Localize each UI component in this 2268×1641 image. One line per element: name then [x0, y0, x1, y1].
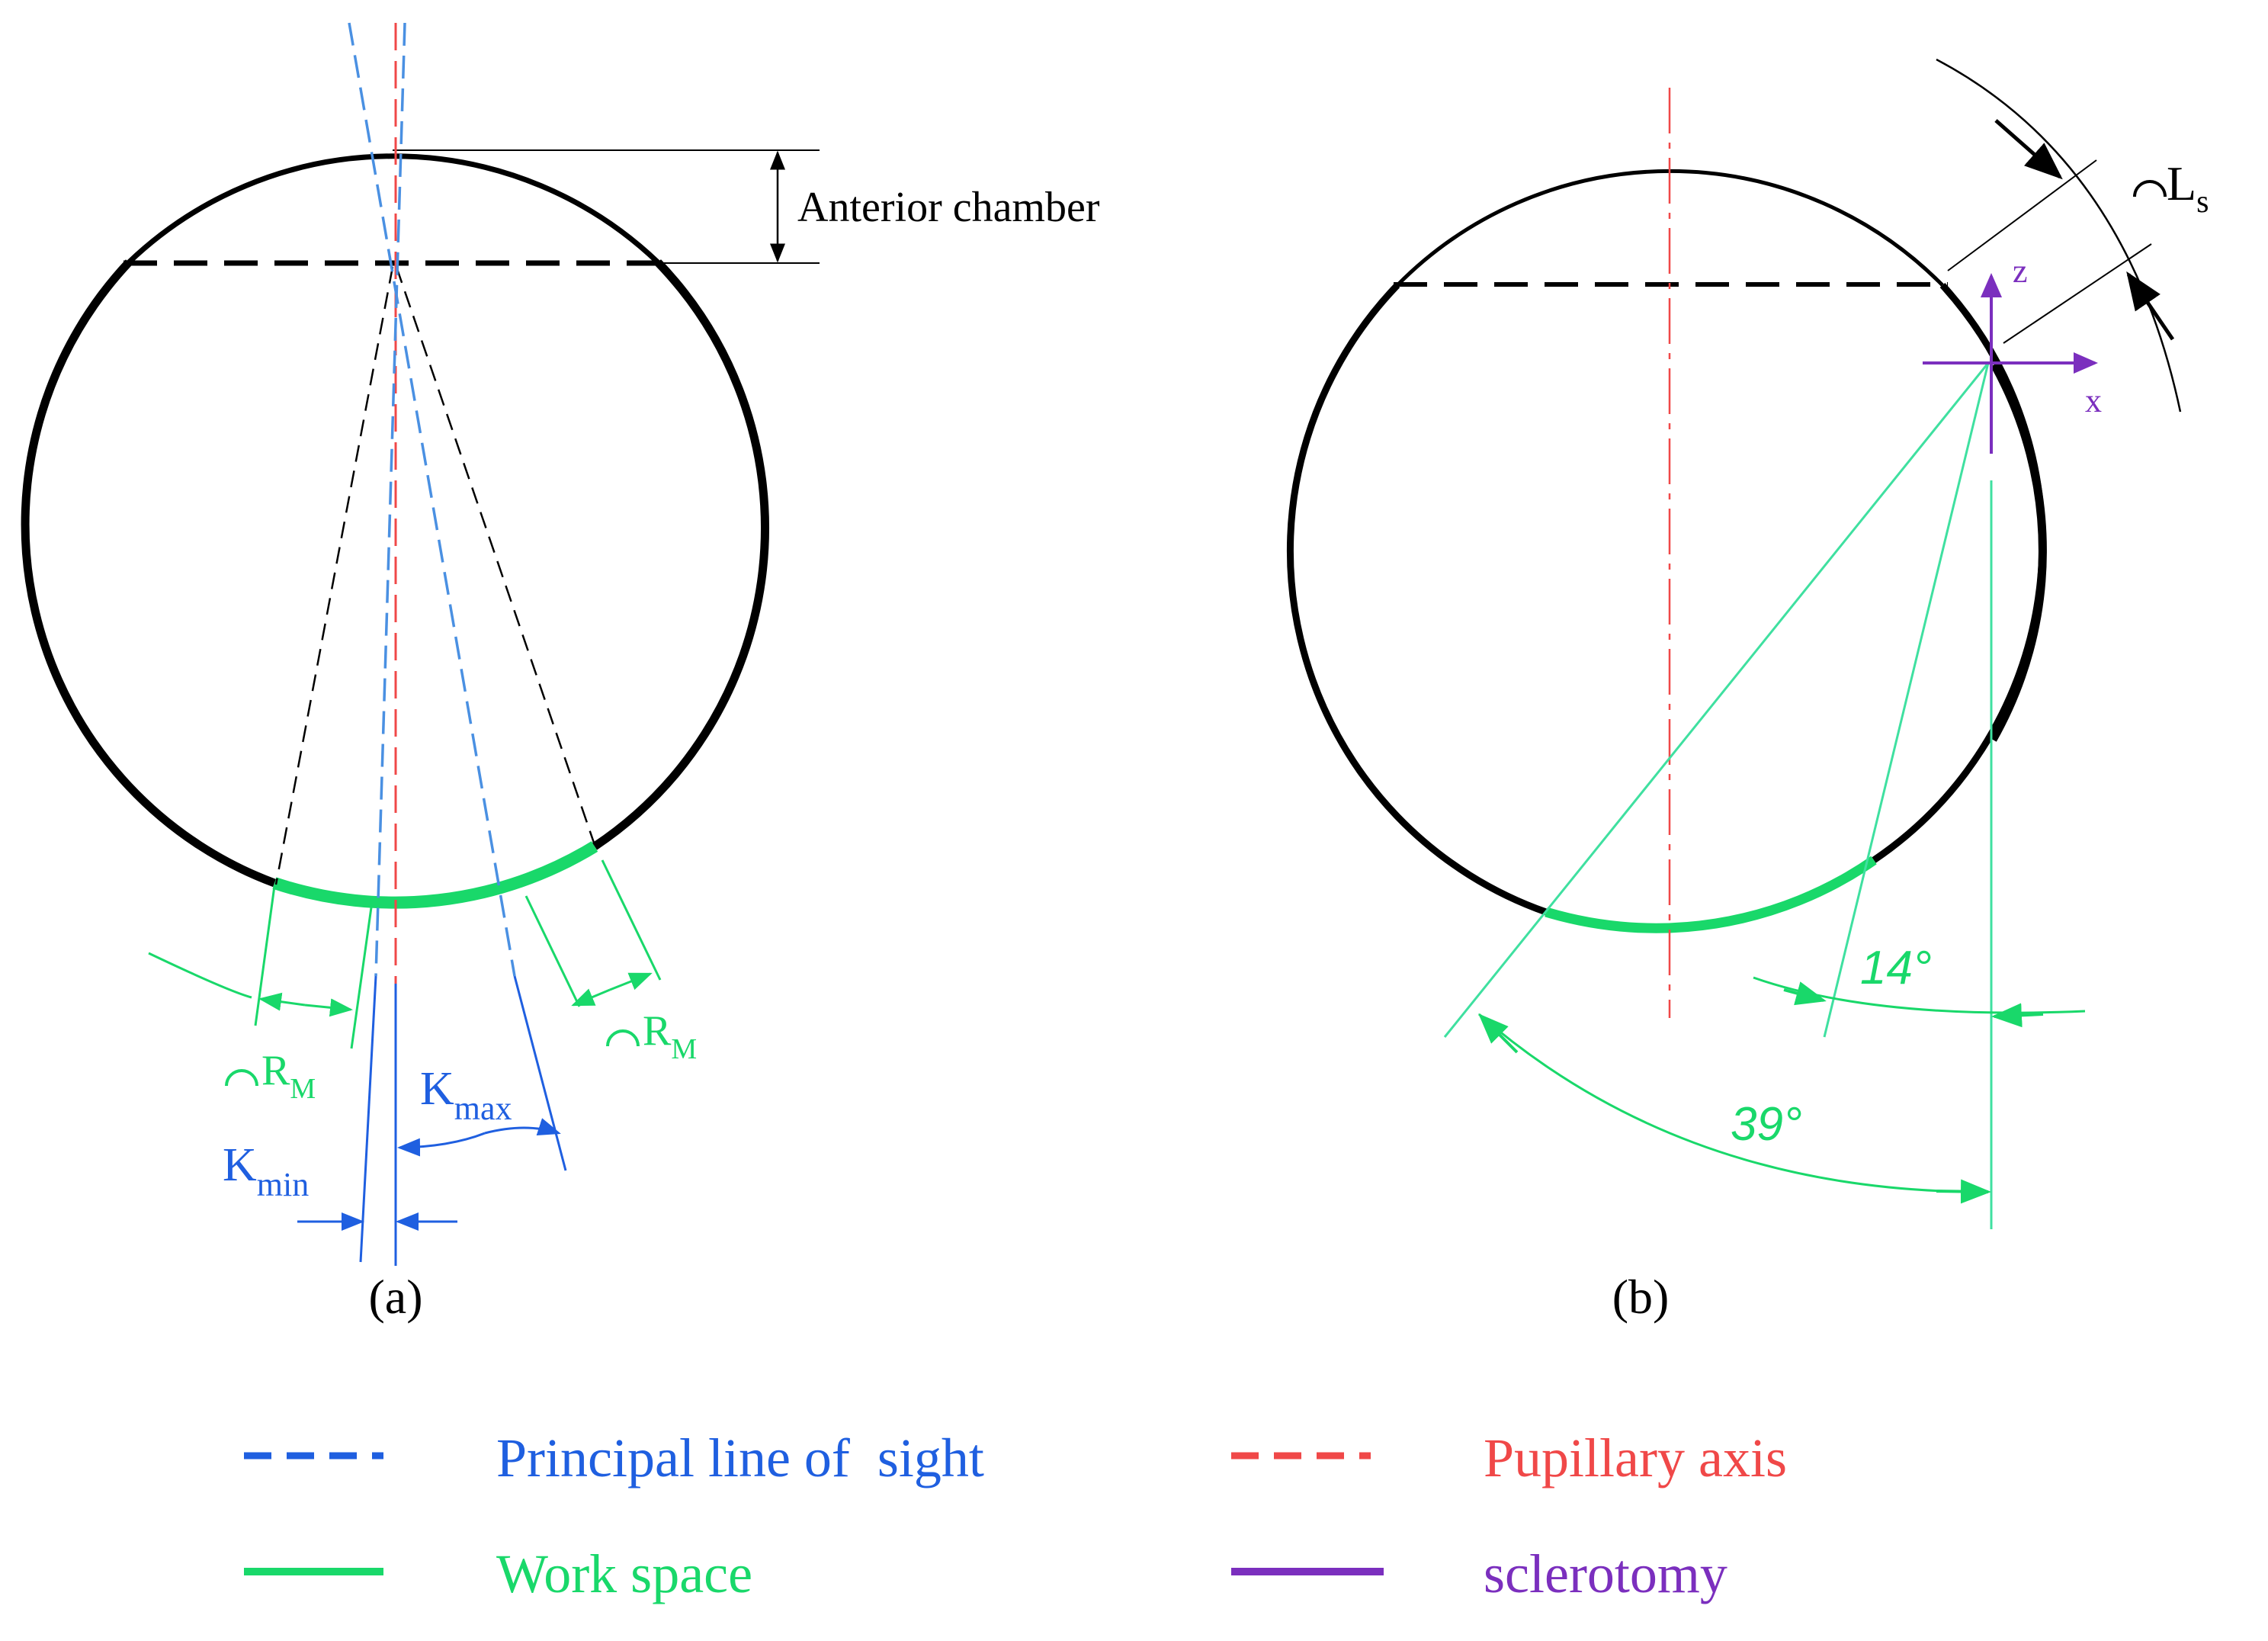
- panel-a-kmin-extension-left: [359, 975, 377, 1263]
- panel-a: Anterior chamber RM RM: [21, 22, 1100, 1324]
- panel-b-ls-ext-1: [1947, 159, 2097, 271]
- legend-item-work-space: Work space: [244, 1543, 752, 1604]
- panel-b-ls-ext-2: [2003, 243, 2152, 344]
- panel-b-arc-39-arrow-right: [1936, 1179, 1991, 1204]
- panel-a-cone-left: [274, 266, 394, 885]
- panel-b: 14° 39° Ls z x (b): [1286, 58, 2209, 1324]
- panel-b-ls-arrow-top: [1994, 119, 2063, 180]
- axis-x-label: x: [2085, 382, 2102, 419]
- panel-a-sight-line-kmin: [374, 22, 406, 977]
- legend-item-pupillary-axis: Pupillary axis: [1231, 1427, 1787, 1488]
- angle-14-label: 14°: [1860, 942, 1932, 994]
- legend-item-sclerotomy: sclerotomy: [1231, 1543, 1727, 1604]
- panel-a-kmax-extension: [513, 975, 567, 1171]
- legend-label-sclerotomy: sclerotomy: [1484, 1543, 1727, 1604]
- panel-a-rm-left-arrow-1: [258, 992, 306, 1011]
- panel-b-ls-arc: [1936, 58, 2182, 413]
- legend: Principal line of sight Pupillary axis W…: [244, 1427, 1787, 1604]
- panel-a-rm-left-arc: [148, 952, 252, 999]
- panel-b-sclera-thick: [1989, 362, 2047, 742]
- panel-a-rm-right-ext-1: [524, 895, 581, 1007]
- panel-b-ls-arrow-bottom: [2126, 271, 2175, 341]
- angle-39-label: 39°: [1731, 1098, 1802, 1151]
- kmin-label: Kmin: [223, 1139, 309, 1203]
- panel-a-rm-left-ext-1: [254, 885, 276, 1026]
- panel-a-cone-right: [395, 266, 596, 846]
- rm-left-label: RM: [261, 1047, 316, 1105]
- panel-b-work-space-arc: [1545, 856, 1877, 933]
- panel-a-kmax-dimension-arc-right: [484, 1118, 561, 1136]
- kmax-label: Kmax: [420, 1063, 512, 1127]
- legend-label-sight: Principal line of sight: [496, 1427, 984, 1488]
- panel-b-ls-arc-symbol: [2133, 180, 2167, 197]
- panel-b-arc-14-arrow-right: [1991, 1003, 2044, 1028]
- axis-z-label: z: [2013, 252, 2028, 290]
- panel-b-arc-39-arrow-left: [1478, 1013, 1519, 1054]
- panel-b-eye-side-arcs: [1286, 282, 2046, 916]
- anterior-chamber-label: Anterior chamber: [797, 184, 1100, 231]
- legend-item-principal-line-of-sight: Principal line of sight: [244, 1427, 984, 1488]
- legend-label-pupil: Pupillary axis: [1484, 1427, 1787, 1488]
- panel-b-arc-14-arrow-left: [1783, 981, 1827, 1006]
- panel-a-rm-left-arc-symbol: [225, 1069, 258, 1087]
- panel-a-work-space-arc: [272, 841, 598, 909]
- panel-a-rm-left-arrow-2: [304, 998, 353, 1017]
- panel-b-ray-14: [1823, 362, 1990, 1038]
- panel-a-sight-line-kmax: [348, 22, 516, 977]
- panel-a-rm-right-arrow-1: [571, 988, 611, 1007]
- legend-label-work: Work space: [496, 1543, 752, 1604]
- panel-b-arc-14: [1753, 976, 2086, 1014]
- panel-b-ray-39: [1443, 362, 1990, 1038]
- ls-label: Ls: [2167, 156, 2209, 220]
- panel-a-rm-right-arc-symbol: [606, 1029, 640, 1047]
- panel-b-caption: (b): [1612, 1270, 1670, 1324]
- panel-a-rm-right-arrow-2: [609, 972, 653, 991]
- panel-a-kmax-dimension-arc: [397, 1132, 486, 1157]
- panel-a-rm-left-ext-2: [350, 907, 373, 1049]
- panel-a-eye-upper-arc: [127, 153, 660, 265]
- panel-a-caption: (a): [368, 1270, 422, 1324]
- panel-a-eye-thick-arc: [21, 259, 770, 888]
- panel-a-rm-right-ext-2: [601, 859, 662, 981]
- panel-b-arc-39: [1478, 1013, 1989, 1193]
- rm-right-label: RM: [643, 1007, 697, 1065]
